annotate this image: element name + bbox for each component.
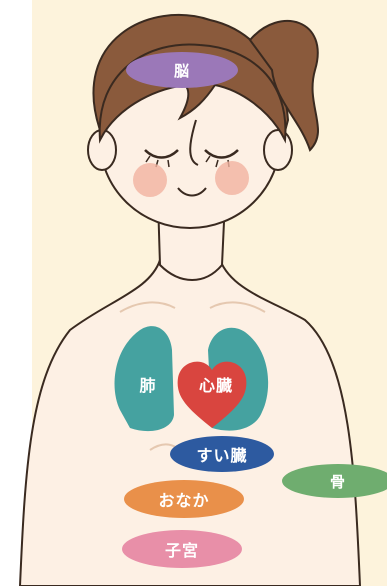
brain-label[interactable]: 脳	[126, 52, 238, 88]
left-cheek	[133, 163, 167, 197]
lungs-label[interactable]: 肺	[128, 368, 168, 400]
pancreas-label[interactable]: すい臓	[170, 436, 274, 472]
bone-label[interactable]: 骨	[282, 464, 387, 498]
heart-label[interactable]: 心臓	[186, 366, 246, 402]
right-cheek	[215, 161, 249, 195]
right-ear	[264, 130, 292, 170]
stomach-label[interactable]: おなか	[124, 480, 244, 518]
uterus-label[interactable]: 子宮	[122, 530, 242, 568]
